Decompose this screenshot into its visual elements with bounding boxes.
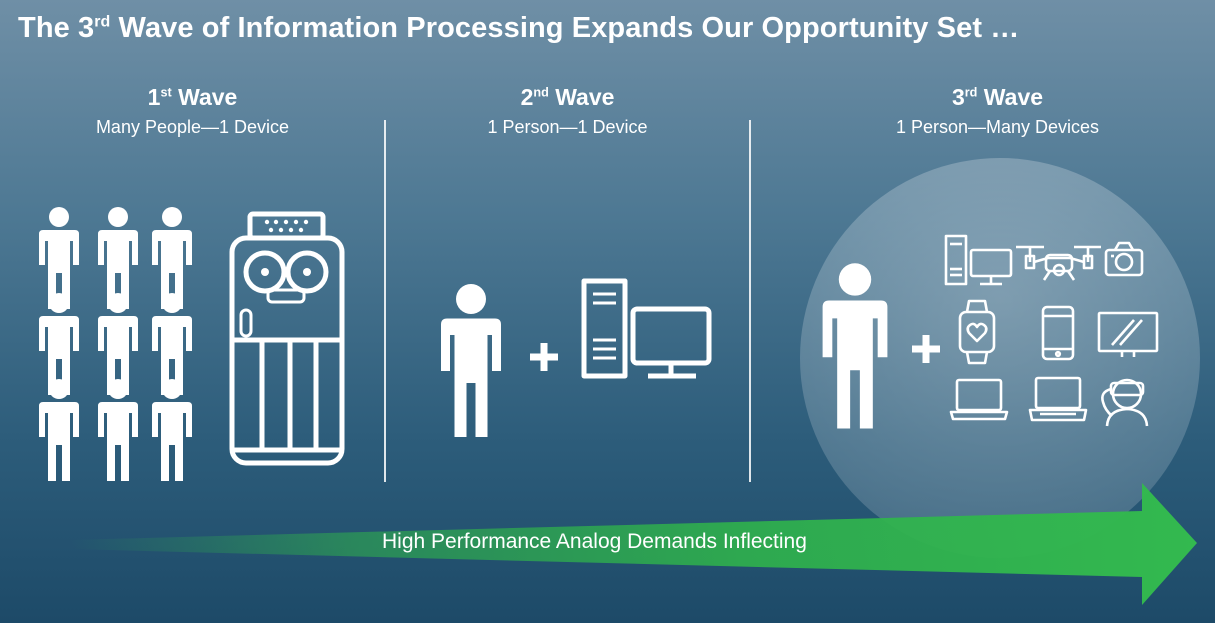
- wave-3-header: 3rd Wave 1 Person—Many Devices: [850, 84, 1145, 138]
- wave-2-subtitle: 1 Person—1 Device: [487, 117, 648, 137]
- plus-icon: [530, 343, 558, 371]
- green-arrow: [70, 483, 1197, 605]
- wave-1-header: 1st Wave Many People—1 Device: [60, 84, 325, 138]
- wave-2-header: 2nd Wave 1 Person—1 Device: [425, 84, 710, 138]
- people-group: [39, 207, 192, 481]
- plus-icon: [912, 335, 940, 363]
- wave-3-title: 3rd Wave: [951, 84, 1044, 110]
- mainframe-icon: [229, 211, 345, 466]
- person-icon: [98, 379, 138, 481]
- page-title: The 3rd Wave of Information Processing E…: [18, 12, 1020, 44]
- desktop-computer-icon: [581, 278, 712, 379]
- camera-icon: [1104, 241, 1144, 277]
- person-icon: [152, 379, 192, 481]
- divider-2: [749, 120, 751, 482]
- person-icon: [441, 284, 501, 437]
- desktop-computer-icon: [944, 234, 1013, 286]
- smartwatch-icon: [958, 299, 996, 365]
- person-icon: [822, 263, 888, 429]
- drone-icon: [1016, 245, 1101, 281]
- divider-1: [384, 120, 386, 482]
- person-icon: [39, 379, 79, 481]
- wave-3-subtitle: 1 Person—Many Devices: [895, 117, 1100, 137]
- laptop-icon: [949, 378, 1009, 421]
- wave-1-title: 1st Wave: [147, 84, 238, 110]
- smartphone-icon: [1041, 305, 1075, 361]
- tv-icon: [1097, 311, 1159, 357]
- arrow-label: High Performance Analog Demands Inflecti…: [382, 530, 807, 553]
- wave-2-title: 2nd Wave: [520, 84, 615, 110]
- vr-headset-icon: [1101, 378, 1149, 427]
- wave-1-subtitle: Many People—1 Device: [95, 117, 290, 137]
- laptop-icon: [1028, 376, 1088, 422]
